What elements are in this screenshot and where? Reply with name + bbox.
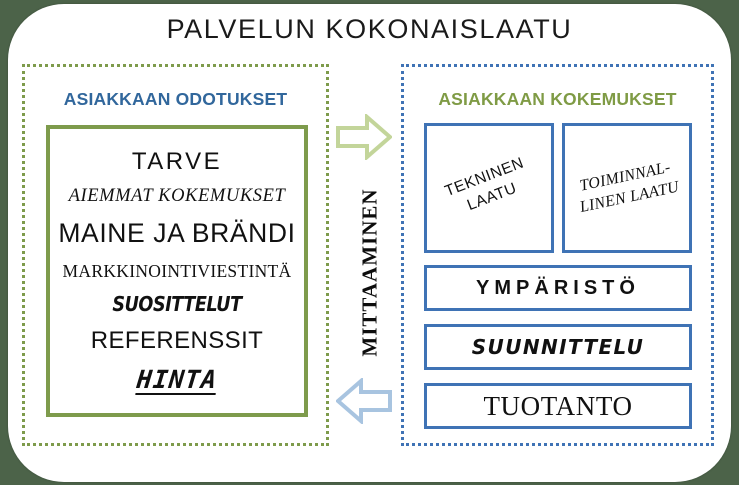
quality-box-technical: TEKNINEN LAATU (424, 123, 554, 253)
quality-box-functional: TOIMINNAL- LINEN LAATU (562, 123, 692, 253)
expectation-item-referenssit: REFERENSSIT (90, 327, 264, 355)
quality-bar-design: SUUNNITTELU (424, 324, 692, 370)
panel-heading-experiences: ASIAKKAAN KOKEMUKSET (438, 89, 677, 109)
quality-box-functional-label: TOIMINNAL- LINEN LAATU (573, 157, 680, 219)
quality-bar-environment: YMPÄRISTÖ (424, 265, 692, 311)
measurement-label-text: MITTAAMINEN (357, 187, 382, 357)
measurement-label: MITTAAMINEN (343, 168, 397, 376)
quality-bar-production: TUOTANTO (424, 383, 692, 429)
panel-heading-expectations: ASIAKKAAN ODOTUKSET (63, 89, 288, 109)
panel-customer-expectations: ASIAKKAAN ODOTUKSET TARVE AIEMMAT KOKEMU… (22, 64, 329, 446)
quality-box-technical-rotation: TEKNINEN LAATU (427, 126, 551, 250)
arrow-left-icon (334, 376, 392, 429)
expectation-item-aiemmat-kokemukset: AIEMMAT KOKEMUKSET (68, 186, 286, 207)
quality-bar-design-label: SUUNNITTELU (471, 335, 645, 359)
expectations-list-box: TARVE AIEMMAT KOKEMUKSET MAINE JA BRÄNDI… (46, 125, 308, 417)
expectation-item-hinta: HINTA (135, 365, 219, 395)
quality-box-technical-label: TEKNINEN LAATU (443, 154, 536, 223)
expectation-item-suosittelut: SUOSITTELUT (112, 291, 242, 316)
page-title: PALVELUN KOKONAISLAATU (166, 14, 573, 44)
arrow-right-icon (336, 112, 394, 165)
expectation-item-maine-ja-brandi: MAINE JA BRÄNDI (58, 218, 296, 249)
panel-customer-experiences: ASIAKKAAN KOKEMUKSET TEKNINEN LAATU TOIM… (401, 64, 714, 446)
quality-bar-environment-label: YMPÄRISTÖ (476, 276, 640, 299)
quality-bar-production-label: TUOTANTO (483, 390, 633, 421)
expectation-item-markkinointiviestinta: MARKKINOINTIVIESTINTÄ (62, 260, 292, 281)
quality-box-functional-rotation: TOIMINNAL- LINEN LAATU (565, 126, 689, 250)
expectation-item-tarve: TARVE (131, 147, 223, 175)
